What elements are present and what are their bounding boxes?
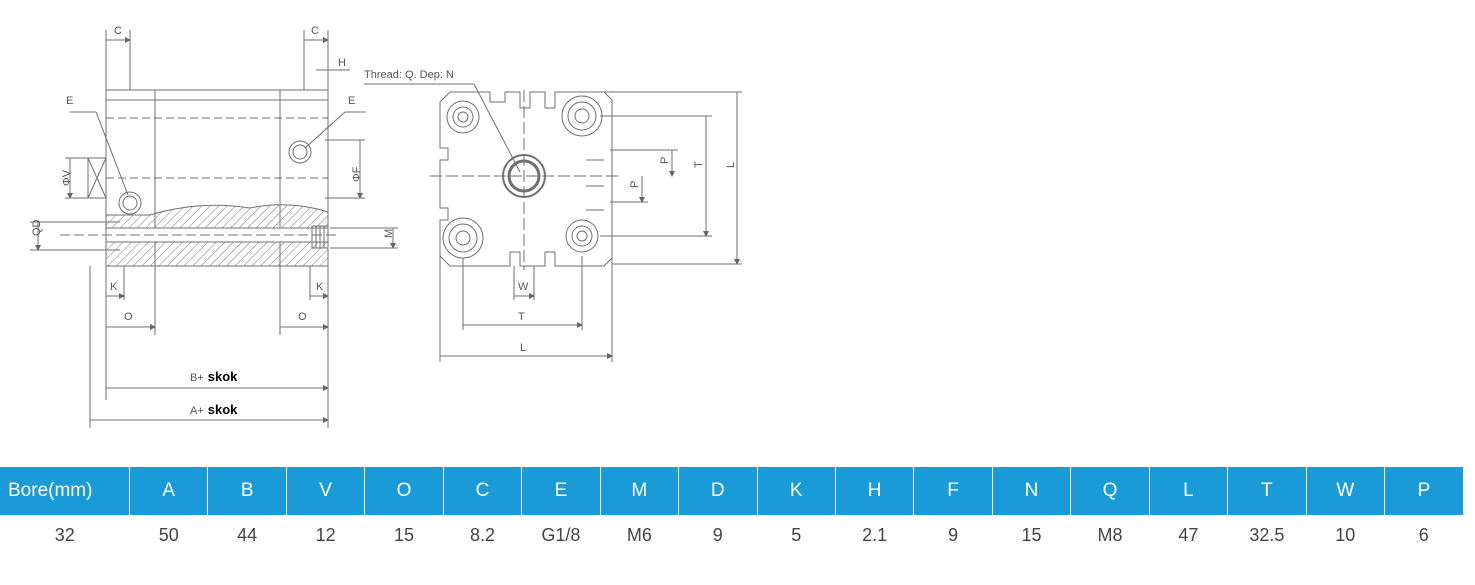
port-right [288, 140, 312, 164]
label-a-word: skok [208, 402, 238, 417]
label-t-side: T [693, 161, 705, 168]
cell-k: 5 [791, 524, 802, 545]
side-view [30, 30, 398, 428]
label-t-bottom: T [518, 311, 525, 323]
rod-end [87, 157, 107, 199]
side-view-labels: C C H E E ΦV ΦF QD M K K O O B+ skok A+ sk… [31, 25, 395, 417]
label-b-stroke: B+ skok [190, 369, 238, 384]
header-a: A [129, 467, 209, 515]
cell-n: 15 [1021, 524, 1042, 545]
header-l: L [1149, 467, 1229, 515]
label-c-right: C [311, 25, 319, 37]
cell-b: 44 [237, 524, 258, 545]
header-v: V [286, 467, 366, 515]
end-plate [439, 91, 613, 267]
label-phi-v: ΦV [61, 169, 73, 186]
cell-bore: 32 [54, 524, 75, 545]
header-h: H [835, 467, 915, 515]
cell-o: 15 [394, 524, 415, 545]
label-k-right: K [316, 281, 324, 293]
header-f: F [913, 467, 993, 515]
header-m: M [600, 467, 680, 515]
cell-w: 10 [1335, 524, 1356, 545]
end-view [364, 83, 742, 362]
cell-c: 8.2 [469, 524, 495, 545]
cell-h: 2.1 [862, 524, 888, 545]
label-c-left: C [114, 25, 122, 37]
label-o-right: O [298, 311, 307, 323]
end-view-labels: Thread: Q. Dep: N P P T L W T L [364, 69, 737, 354]
port-left [118, 191, 142, 215]
header-bore: Bore(mm) [0, 467, 130, 515]
cell-e: G1/8 [541, 524, 581, 545]
header-c: C [443, 467, 523, 515]
cell-v: 12 [315, 524, 336, 545]
bore-top-left [446, 100, 480, 134]
spec-row: 32 50 44 12 15 8.2 G1/8 M6 9 5 2.1 9 15 … [0, 515, 1463, 555]
label-a-stroke: A+ skok [190, 402, 238, 417]
label-phi-f: ΦF [351, 166, 363, 182]
header-b: B [207, 467, 287, 515]
label-w: W [518, 281, 529, 293]
header-n: N [992, 467, 1072, 515]
cell-p: 6 [1418, 524, 1429, 545]
label-p-lower: P [629, 181, 641, 188]
label-l-bottom: L [520, 342, 526, 354]
technical-drawing: C C H E E ΦV ΦF QD M K K O O B+ skok A+ sk… [30, 25, 742, 428]
label-h: H [338, 57, 346, 69]
cell-t: 32.5 [1249, 524, 1285, 545]
label-m: M [383, 229, 395, 238]
spec-table: Bore(mm) A B V O C E M D K H F N Q L T W… [0, 467, 1463, 555]
spec-header-row: Bore(mm) A B V O C E M D K H F N Q L T W… [0, 467, 1463, 515]
cell-l: 47 [1178, 524, 1199, 545]
header-q: Q [1070, 467, 1150, 515]
cell-f: 9 [948, 524, 959, 545]
label-qd: QD [31, 219, 43, 236]
label-thread: Thread: Q. Dep: N [364, 69, 454, 81]
label-k-left: K [110, 281, 118, 293]
label-p-upper: P [659, 157, 671, 164]
cell-d: 9 [712, 524, 723, 545]
header-e: E [521, 467, 601, 515]
cell-a: 50 [158, 524, 179, 545]
label-e-right: E [348, 95, 355, 107]
label-a-prefix: A+ [190, 405, 204, 417]
label-l-side: L [725, 162, 737, 168]
header-d: D [678, 467, 758, 515]
cell-q: M8 [1097, 524, 1123, 545]
header-k: K [757, 467, 836, 515]
bore-bottom-right [565, 219, 599, 253]
header-p: P [1384, 467, 1463, 515]
label-b-word: skok [208, 369, 238, 384]
label-b-prefix: B+ [190, 372, 204, 384]
header-o: O [364, 467, 444, 515]
label-e-left: E [66, 95, 73, 107]
header-t: T [1227, 467, 1307, 515]
cell-m: M6 [626, 524, 652, 545]
header-w: W [1306, 467, 1386, 515]
label-o-left: O [124, 311, 133, 323]
